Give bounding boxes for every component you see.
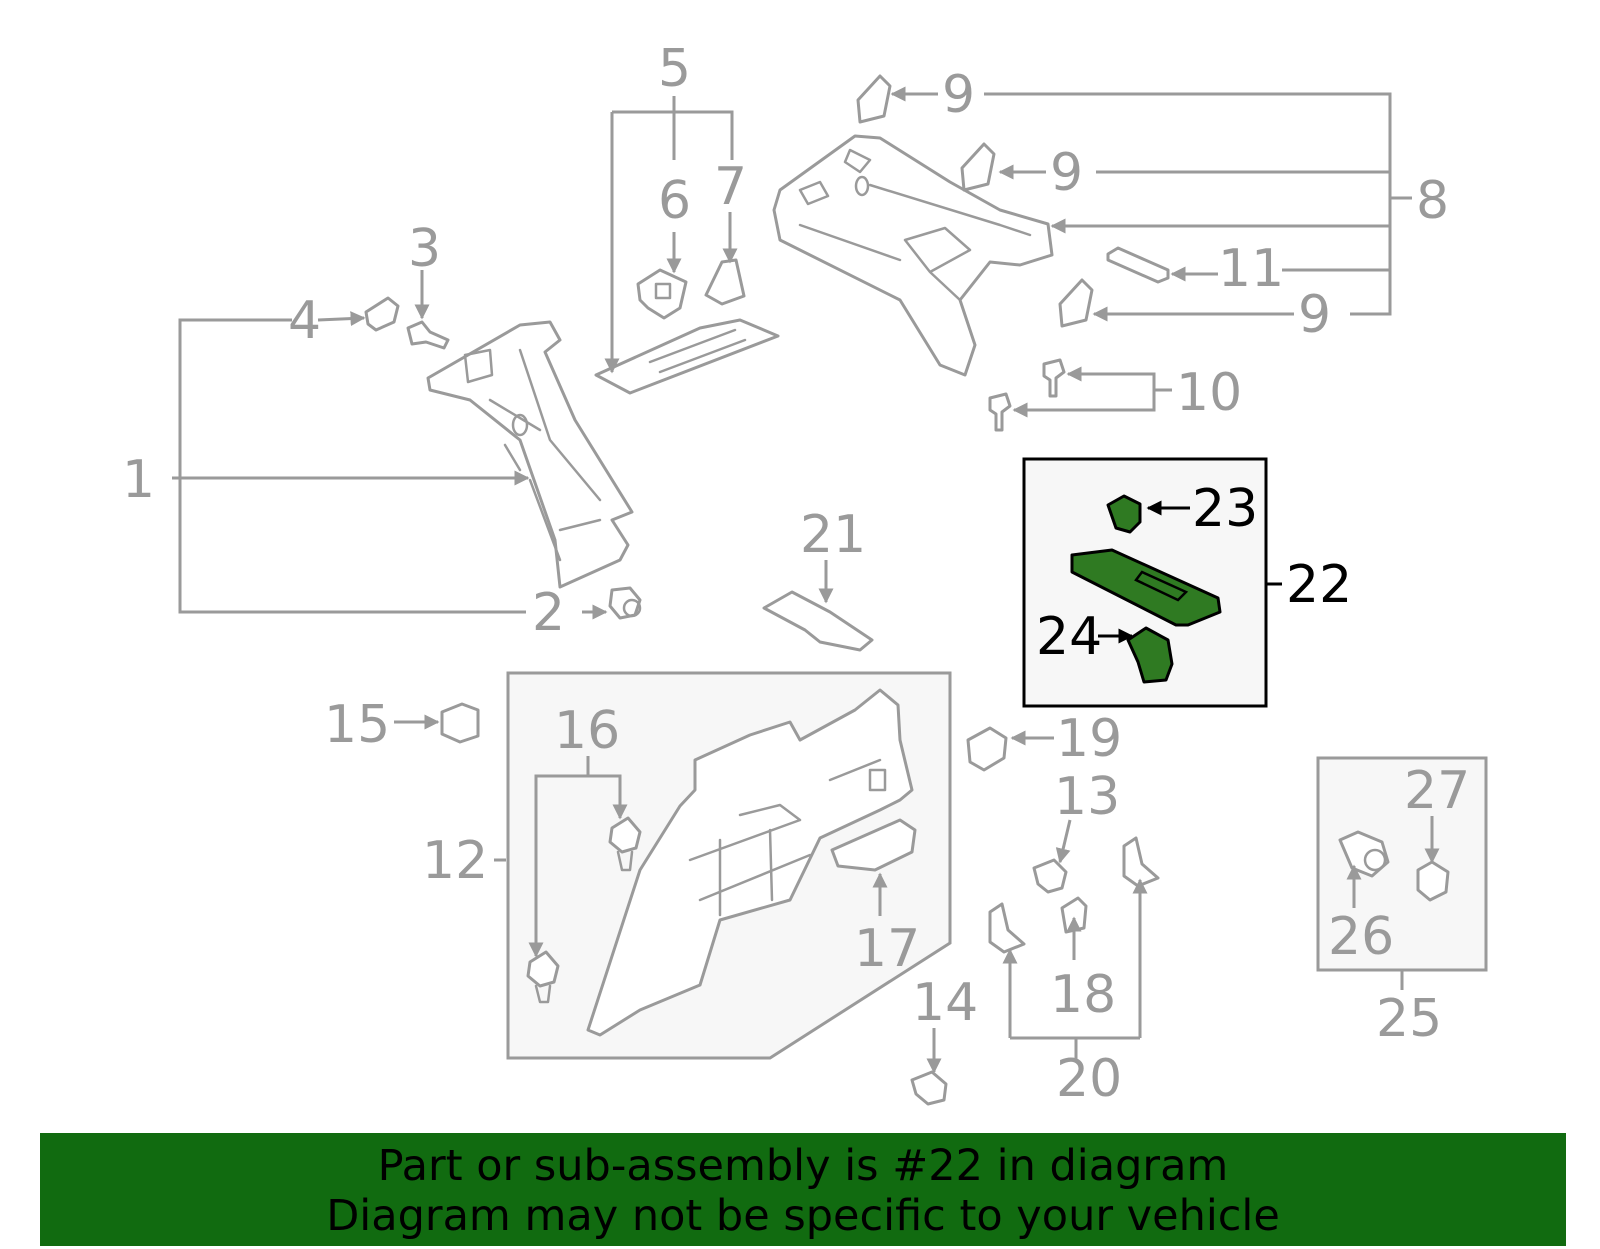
callout-15: 15 [324, 695, 390, 755]
clip-6 [636, 268, 688, 320]
callout-20: 20 [1056, 1049, 1122, 1109]
quarter-panel-12 [586, 688, 917, 1037]
callout-3: 3 [408, 219, 441, 279]
screw-3 [406, 320, 450, 350]
socket-group-box [1316, 756, 1488, 972]
callout-21: 21 [800, 505, 866, 565]
clip-16a [608, 816, 642, 872]
callout-27: 27 [1404, 761, 1470, 821]
switch-23 [1106, 494, 1142, 534]
bracket-21 [762, 590, 874, 652]
clip-2 [608, 586, 642, 620]
callout-2: 2 [532, 583, 565, 643]
callout-22: 22 [1286, 555, 1352, 615]
clip-16b [526, 950, 560, 1004]
cap-27 [1416, 860, 1450, 902]
callout-16: 16 [554, 701, 620, 761]
callout-10: 10 [1176, 363, 1242, 423]
leader-lines [172, 86, 1440, 1074]
callout-23: 23 [1192, 479, 1258, 539]
info-banner: Part or sub-assembly is #22 in diagram D… [40, 1133, 1566, 1246]
callout-25: 25 [1376, 989, 1442, 1049]
bracket-20a [988, 902, 1026, 954]
callout-18: 18 [1050, 965, 1116, 1025]
callout-26: 26 [1328, 907, 1394, 967]
callout-9c: 9 [1298, 285, 1331, 345]
clip-10b [988, 392, 1012, 432]
callout-19: 19 [1056, 709, 1122, 769]
pillar-trim-part [426, 320, 634, 589]
clip-7 [704, 258, 746, 306]
clip-14 [910, 1070, 948, 1106]
switch-assembly-22 [1070, 548, 1222, 627]
quarter-trim-part [772, 134, 1054, 377]
callout-9b: 9 [1050, 143, 1083, 203]
callout-5: 5 [658, 39, 691, 99]
clip-15 [440, 702, 480, 744]
callout-9a: 9 [942, 65, 975, 125]
clip-19 [966, 726, 1008, 772]
clip-9b [960, 142, 996, 192]
clip-9a [856, 74, 892, 124]
callout-11: 11 [1218, 239, 1284, 299]
callout-labels: 1 2 3 4 5 6 7 8 9 9 9 10 11 12 13 14 15 … [122, 39, 1470, 1109]
pad-11 [1106, 246, 1170, 284]
clip-10a [1042, 358, 1066, 398]
bracket-20b [1122, 836, 1160, 888]
callout-17: 17 [854, 919, 920, 979]
callout-12: 12 [422, 831, 488, 891]
clip-4 [364, 296, 400, 332]
callout-7: 7 [714, 157, 747, 217]
callout-8: 8 [1416, 171, 1449, 231]
scuff-plate-5 [594, 318, 780, 395]
callout-6: 6 [658, 171, 691, 231]
callout-13: 13 [1054, 767, 1120, 827]
clip-13 [1032, 858, 1068, 894]
callout-14: 14 [912, 973, 978, 1033]
callout-4: 4 [288, 291, 321, 351]
callout-24: 24 [1036, 607, 1102, 667]
clip-9c [1058, 278, 1094, 328]
switch-24 [1126, 626, 1174, 684]
callout-1: 1 [122, 450, 155, 510]
banner-line-2: Diagram may not be specific to your vehi… [326, 1191, 1280, 1241]
banner-line-1: Part or sub-assembly is #22 in diagram [377, 1141, 1229, 1191]
